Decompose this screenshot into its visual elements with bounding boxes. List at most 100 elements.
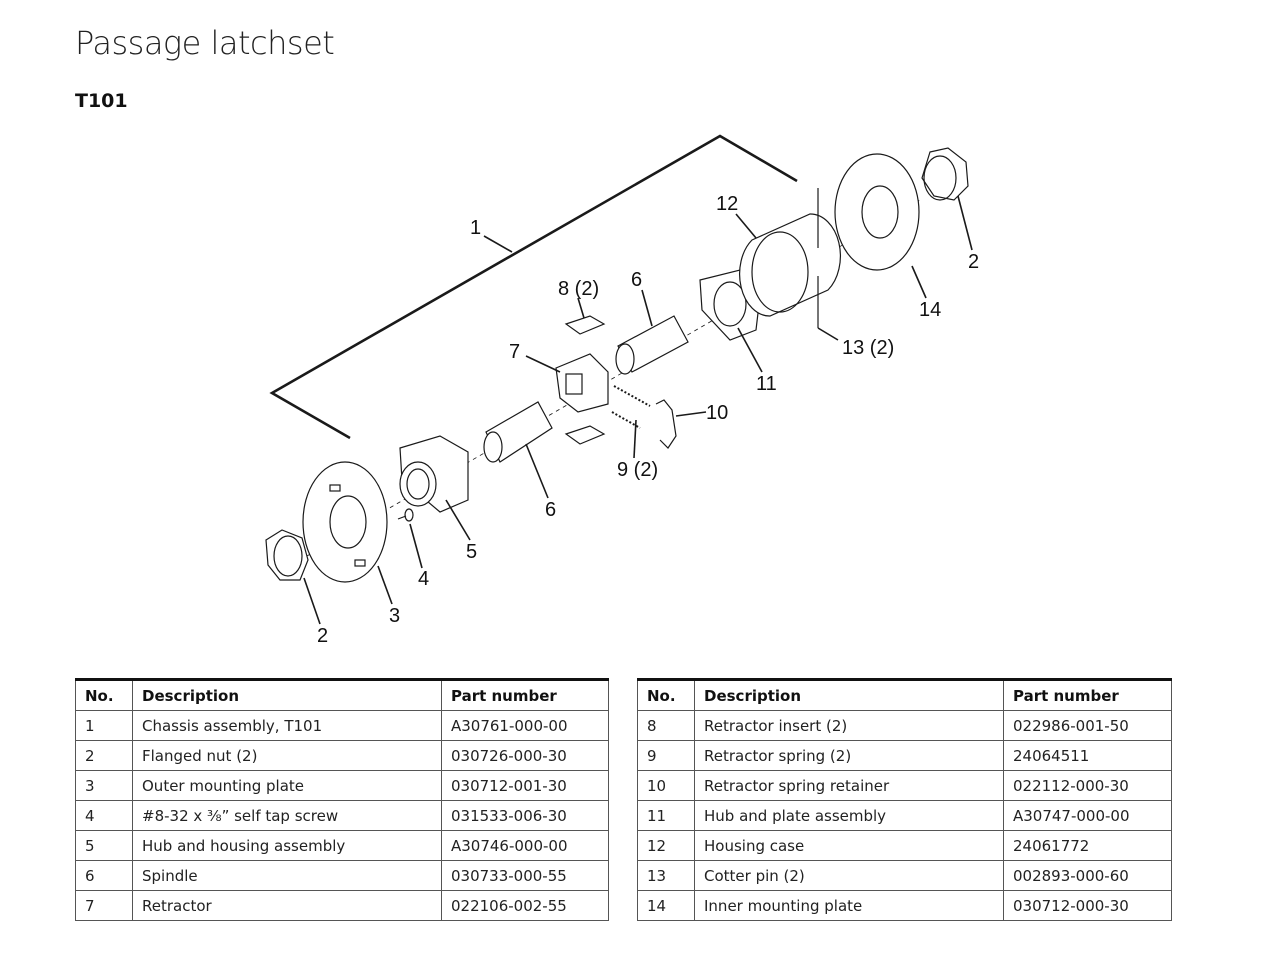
cell-no: 6 [75, 860, 133, 891]
retractor-springs-icon [611, 385, 651, 429]
callout-8: 8 (2) [558, 278, 599, 300]
cell-part-number: 022986-001-50 [1003, 710, 1172, 741]
cell-description: Retractor spring (2) [694, 740, 1004, 771]
cell-part-number: 002893-000-60 [1003, 860, 1172, 891]
table-header-row: No. Description Part number [637, 679, 1172, 711]
table-row: 7 Retractor 022106-002-55 [75, 890, 609, 921]
retractor-icon [555, 353, 609, 413]
cell-part-number: 24064511 [1003, 740, 1172, 771]
table-row: 2 Flanged nut (2) 030726-000-30 [75, 740, 609, 771]
cell-description: Outer mounting plate [132, 770, 442, 801]
parts-table-left: No. Description Part number 1 Chassis as… [75, 678, 609, 921]
cell-part-number: 030726-000-30 [441, 740, 609, 771]
cell-no: 3 [75, 770, 133, 801]
spring-retainer-icon [655, 399, 677, 449]
spindle-lower-icon [483, 401, 553, 463]
table-header-row: No. Description Part number [75, 679, 609, 711]
col-header-part-number: Part number [1003, 679, 1172, 711]
callout-4: 4 [418, 568, 429, 590]
table-row: 14 Inner mounting plate 030712-000-30 [637, 890, 1172, 921]
cell-no: 14 [637, 890, 695, 921]
col-header-no: No. [75, 679, 133, 711]
hub-housing-icon [399, 435, 469, 513]
chassis-bracket-line [269, 134, 798, 440]
callout-6-lower: 6 [545, 499, 556, 521]
cell-description: Chassis assembly, T101 [132, 710, 442, 741]
table-row: 1 Chassis assembly, T101 A30761-000-00 [75, 710, 609, 741]
leader-lines [303, 195, 973, 625]
table-row: 8 Retractor insert (2) 022986-001-50 [637, 710, 1172, 741]
cell-description: Spindle [132, 860, 442, 891]
callout-5: 5 [466, 541, 477, 563]
parts-table-right: No. Description Part number 8 Retractor … [637, 678, 1172, 921]
table-row: 9 Retractor spring (2) 24064511 [637, 740, 1172, 771]
cell-no: 8 [637, 710, 695, 741]
cell-part-number: A30761-000-00 [441, 710, 609, 741]
flanged-nut-outer-icon [265, 529, 309, 581]
callout-12: 12 [716, 193, 738, 215]
cell-description: Retractor [132, 890, 442, 921]
callout-10: 10 [706, 402, 728, 424]
retractor-insert-bottom-icon [564, 425, 606, 445]
spindle-upper-icon [615, 315, 689, 375]
cell-description: Hub and plate assembly [694, 800, 1004, 831]
cell-description: Housing case [694, 830, 1004, 861]
retractor-insert-top-icon [564, 315, 606, 335]
cell-description: Hub and housing assembly [132, 830, 442, 861]
cell-no: 10 [637, 770, 695, 801]
col-header-no: No. [637, 679, 695, 711]
table-row: 12 Housing case 24061772 [637, 830, 1172, 861]
callout-3: 3 [389, 605, 400, 627]
cell-part-number: 030712-000-30 [1003, 890, 1172, 921]
screw-icon [397, 508, 414, 522]
callout-13: 13 (2) [842, 337, 894, 359]
inner-mounting-plate-icon [834, 153, 920, 271]
cell-part-number: 030712-001-30 [441, 770, 609, 801]
cell-description: Inner mounting plate [694, 890, 1004, 921]
callout-2-outer: 2 [317, 625, 328, 647]
flanged-nut-inner-icon [921, 147, 969, 201]
table-row: 4 #8-32 x ⅜” self tap screw 031533-006-3… [75, 800, 609, 831]
callout-9: 9 (2) [617, 459, 658, 481]
cell-part-number: 031533-006-30 [441, 800, 609, 831]
table-row: 5 Hub and housing assembly A30746-000-00 [75, 830, 609, 861]
cell-description: Retractor insert (2) [694, 710, 1004, 741]
col-header-part-number: Part number [441, 679, 609, 711]
table-row: 3 Outer mounting plate 030712-001-30 [75, 770, 609, 801]
housing-case-icon [739, 213, 841, 317]
callout-6-upper: 6 [631, 269, 642, 291]
cell-no: 11 [637, 800, 695, 831]
col-header-description: Description [132, 679, 442, 711]
cell-no: 1 [75, 710, 133, 741]
model-number: T101 [75, 90, 128, 112]
page-title: Passage latchset [75, 24, 335, 62]
cell-no: 4 [75, 800, 133, 831]
outer-mounting-plate-icon [302, 461, 388, 583]
cell-part-number: A30746-000-00 [441, 830, 609, 861]
callout-labels: 1 2 3 4 5 6 6 7 8 (2) 9 (2) 10 11 12 13 … [317, 193, 979, 647]
cell-no: 5 [75, 830, 133, 861]
cell-no: 12 [637, 830, 695, 861]
cell-part-number: 030733-000-55 [441, 860, 609, 891]
callout-1: 1 [470, 217, 481, 239]
cell-description: Cotter pin (2) [694, 860, 1004, 891]
cell-no: 9 [637, 740, 695, 771]
table-row: 13 Cotter pin (2) 002893-000-60 [637, 860, 1172, 891]
callout-14: 14 [919, 299, 941, 321]
cell-description: #8-32 x ⅜” self tap screw [132, 800, 442, 831]
callout-11: 11 [756, 373, 777, 395]
table-row: 6 Spindle 030733-000-55 [75, 860, 609, 891]
table-row: 10 Retractor spring retainer 022112-000-… [637, 770, 1172, 801]
exploded-parts-diagram: 1 2 3 4 5 6 6 7 8 (2) 9 (2) 10 11 12 13 … [265, 134, 979, 647]
cell-description: Flanged nut (2) [132, 740, 442, 771]
cell-no: 13 [637, 860, 695, 891]
cell-no: 7 [75, 890, 133, 921]
callout-7: 7 [509, 341, 520, 363]
table-row: 11 Hub and plate assembly A30747-000-00 [637, 800, 1172, 831]
cell-part-number: 022112-000-30 [1003, 770, 1172, 801]
col-header-description: Description [694, 679, 1004, 711]
cell-part-number: 022106-002-55 [441, 890, 609, 921]
cell-no: 2 [75, 740, 133, 771]
cell-part-number: A30747-000-00 [1003, 800, 1172, 831]
cell-description: Retractor spring retainer [694, 770, 1004, 801]
